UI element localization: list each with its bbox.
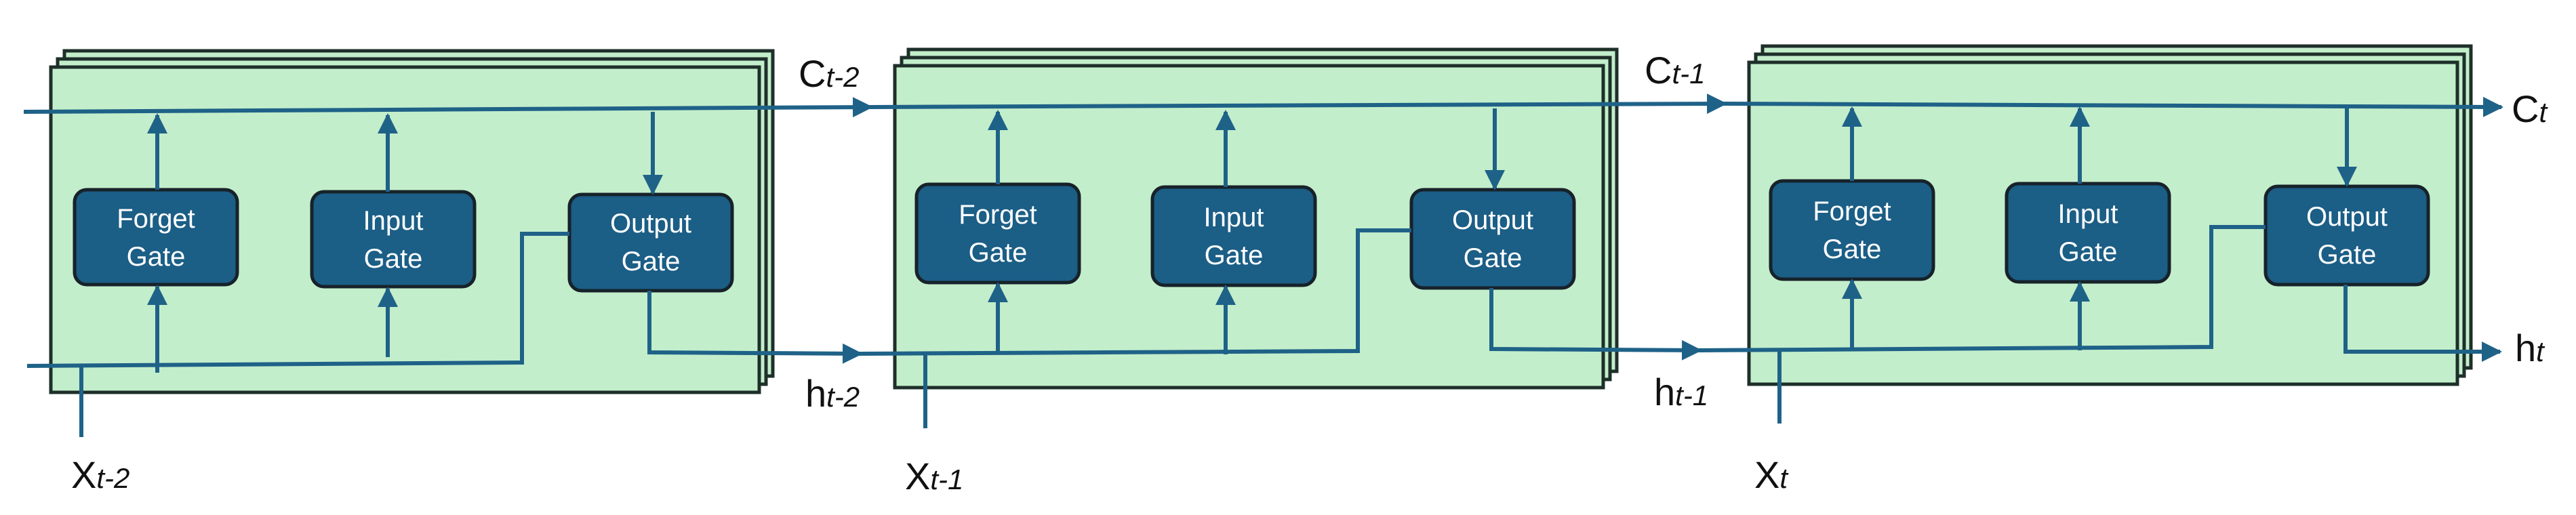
gate-label-line1: Forget [1813, 197, 1891, 226]
gate-label-line2: Gate [1823, 234, 1882, 264]
label-h-t: ht [2515, 327, 2545, 369]
gate-label-line1: Forget [117, 204, 195, 234]
gate-box [2005, 182, 2171, 284]
gate-box [1150, 185, 1317, 287]
cell-2-wires [860, 108, 1702, 428]
label-h-t-1: ht-1 [1654, 371, 1708, 413]
cell-2-input-gate: Input Gate [1150, 185, 1317, 287]
gate-label-line2: Gate [127, 242, 186, 272]
cell-1-wires [26, 112, 863, 437]
gate-label-line2: Gate [1464, 243, 1523, 273]
gate-box [914, 182, 1081, 285]
gate-box [1769, 179, 1935, 281]
cell-state-line-c [1725, 96, 2503, 117]
label-c-t-1: Ct-1 [1645, 49, 1705, 91]
cell-2-forget-gate: Forget Gate [914, 182, 1081, 285]
gate-box [1409, 188, 1576, 290]
cell-state-line-a [23, 97, 873, 118]
label-x-t-1: Xt-1 [905, 455, 963, 497]
label-h-t-2: ht-2 [805, 372, 860, 415]
cell-3-wires [1699, 106, 2502, 424]
cell-3-output-gate: Output Gate [2263, 184, 2430, 287]
cell-2-output-gate: Output Gate [1409, 188, 1576, 290]
gate-label-line1: Forget [959, 200, 1037, 230]
label-c-t-2: Ct-2 [799, 52, 859, 95]
label-x-t: Xt [1754, 453, 1789, 496]
label-c-t: Ct [2512, 87, 2548, 130]
gate-label-line2: Gate [969, 238, 1028, 268]
gate-box [2263, 184, 2430, 287]
gate-label-line2: Gate [364, 244, 423, 274]
cell-1-output-gate: Output Gate [567, 192, 734, 293]
gate-label-line2: Gate [2059, 237, 2118, 267]
gate-label-line1: Output [610, 209, 691, 239]
lstm-cell-1: Forget Gate Input Gate Output Gate [26, 49, 863, 437]
gate-label-line2: Gate [622, 247, 681, 276]
lstm-cell-2: Forget Gate Input Gate Output Gate [860, 47, 1702, 428]
gate-label-line1: Output [1452, 205, 1533, 235]
cell-3-forget-gate: Forget Gate [1769, 179, 1935, 281]
cell-state-line-b [870, 94, 1727, 115]
lstm-cell-3: Forget Gate Input Gate Output Gate [1699, 44, 2502, 424]
cell-1-input-gate: Input Gate [310, 190, 477, 289]
gate-label-line1: Input [1204, 203, 1264, 232]
gate-label-line2: Gate [2318, 240, 2377, 270]
cell-1-forget-gate: Forget Gate [73, 188, 239, 287]
gate-label-line1: Output [2306, 202, 2388, 232]
label-x-t-2: Xt-2 [71, 453, 129, 496]
gate-label-line1: Input [363, 206, 424, 236]
gate-label-line1: Input [2058, 199, 2118, 229]
cell-3-input-gate: Input Gate [2005, 182, 2171, 284]
gate-label-line2: Gate [1205, 241, 1264, 270]
